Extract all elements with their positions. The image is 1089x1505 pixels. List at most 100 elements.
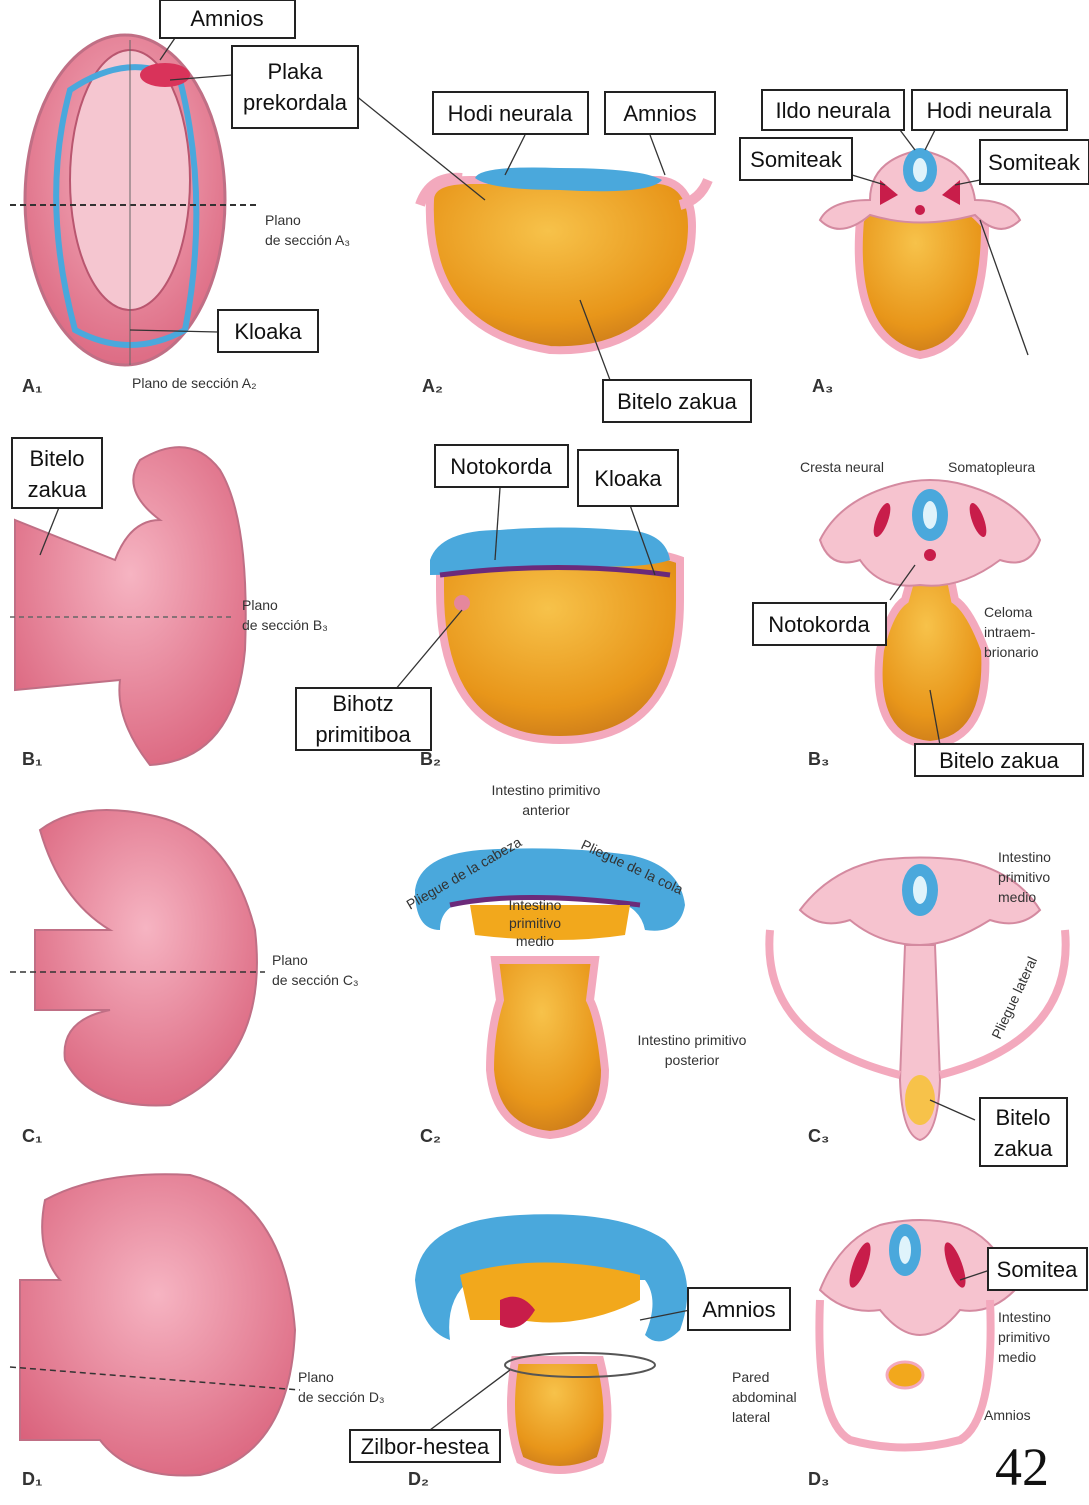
svg-text:zakua: zakua [28,477,87,502]
svg-text:de sección C₃: de sección C₃ [272,972,359,988]
svg-text:A₁: A₁ [22,376,42,396]
svg-text:Hodi neurala: Hodi neurala [448,101,574,126]
panel-b1-drawing [10,446,247,767]
svg-text:medio: medio [998,889,1036,905]
svg-text:Plano: Plano [242,597,278,613]
panel-ids: A₁ A₂ A₃ B₁ B₂ B₃ C₁ C₂ C₃ D₁ D₂ D₃ [22,376,833,1489]
svg-text:Amnios: Amnios [702,1297,775,1322]
label-kloaka-b2: Kloaka [577,449,679,507]
panel-d3-drawing [815,1219,1017,1452]
svg-text:prekordala: prekordala [243,90,348,115]
svg-text:de sección A₃: de sección A₃ [265,232,350,248]
svg-text:Intestino: Intestino [509,897,562,913]
svg-text:primitivo: primitivo [509,915,561,931]
svg-text:Somitea: Somitea [997,1257,1078,1282]
panel-c3-drawing [765,856,1070,1142]
svg-text:abdominal: abdominal [732,1389,797,1405]
svg-text:Plano: Plano [298,1369,334,1385]
svg-text:anterior: anterior [522,802,570,818]
svg-text:Somatopleura: Somatopleura [948,459,1035,475]
svg-text:Somiteak: Somiteak [750,147,843,172]
svg-text:A₂: A₂ [422,376,443,396]
svg-text:Plano de sección A₂: Plano de sección A₂ [132,375,257,391]
svg-text:Kloaka: Kloaka [234,319,302,344]
svg-text:D₂: D₂ [408,1469,429,1489]
panel-c2-drawing [415,848,685,1140]
svg-text:A₃: A₃ [812,376,833,396]
svg-text:Somiteak: Somiteak [988,150,1081,175]
panel-d2-drawing [415,1214,688,1474]
svg-text:primitivo: primitivo [998,869,1050,885]
label-amnios-a2: Amnios [604,91,716,135]
svg-text:C₁: C₁ [22,1126,42,1146]
svg-text:medio: medio [998,1349,1036,1365]
svg-text:Intestino: Intestino [998,849,1051,865]
panel-c1-drawing [10,809,265,1107]
svg-text:Plano: Plano [265,212,301,228]
label-bitelo-zakua-b1: Bitelo zakua [11,437,103,509]
svg-text:Amnios: Amnios [984,1407,1031,1423]
page-number: 42 [995,1437,1049,1497]
svg-text:C₂: C₂ [420,1126,441,1146]
panel-a2-drawing [415,167,713,355]
label-bitelo-zakua-b3: Bitelo zakua [914,743,1084,777]
label-somiteak-right: Somiteak [979,139,1089,185]
svg-text:Pared: Pared [732,1369,769,1385]
label-plaka-prekordala: Plaka prekordala [231,45,359,129]
svg-text:B₂: B₂ [420,749,441,769]
svg-text:zakua: zakua [994,1136,1053,1161]
svg-text:Notokorda: Notokorda [450,454,552,479]
svg-text:Notokorda: Notokorda [768,612,870,637]
svg-text:posterior: posterior [665,1052,720,1068]
leader-lines [39,37,1029,1431]
label-hodi-neurala-a3: Hodi neurala [911,89,1068,131]
label-somiteak-left: Somiteak [739,137,853,181]
svg-text:Celoma: Celoma [984,604,1032,620]
svg-text:B₃: B₃ [808,749,829,769]
label-somitea: Somitea [987,1247,1088,1291]
label-bitelo-zakua-a2: Bitelo zakua [602,379,752,423]
svg-text:primitiboa: primitiboa [315,722,411,747]
svg-text:primitivo: primitivo [998,1329,1050,1345]
panel-b3-drawing [818,479,1042,750]
svg-text:Ildo neurala: Ildo neurala [776,98,892,123]
label-zilbor-hestea: Zilbor-hestea [349,1429,501,1463]
svg-text:D₃: D₃ [808,1469,829,1489]
svg-text:Amnios: Amnios [623,101,696,126]
svg-text:Intestino primitivo: Intestino primitivo [638,1032,747,1048]
svg-text:Plaka: Plaka [267,59,323,84]
label-amnios-a1: Amnios [159,0,296,39]
svg-text:lateral: lateral [732,1409,770,1425]
svg-text:Amnios: Amnios [190,6,263,31]
svg-text:intraem-: intraem- [984,624,1036,640]
svg-text:de sección D₃: de sección D₃ [298,1389,385,1405]
svg-text:Hodi neurala: Hodi neurala [927,98,1053,123]
panel-b2-drawing [430,527,684,745]
svg-text:B₁: B₁ [22,749,42,769]
label-notokorda-b2: Notokorda [434,444,569,488]
svg-text:D₁: D₁ [22,1469,42,1489]
label-bitelo-zakua-c3: Bitelo zakua [979,1097,1068,1167]
svg-text:brionario: brionario [984,644,1039,660]
svg-text:Bitelo zakua: Bitelo zakua [617,389,738,414]
svg-text:Bitelo: Bitelo [29,446,84,471]
label-amnios-d2: Amnios [687,1287,791,1331]
panel-d1-drawing [9,1173,301,1477]
label-hodi-neurala-a2: Hodi neurala [432,91,589,135]
svg-text:Kloaka: Kloaka [594,466,662,491]
svg-text:Zilbor-hestea: Zilbor-hestea [361,1434,490,1459]
svg-text:Plano: Plano [272,952,308,968]
svg-text:de sección B₃: de sección B₃ [242,617,328,633]
label-bihotz-primitiboa: Bihotz primitiboa [295,687,432,751]
small-labels: Plano de sección A₃ Plano de sección A₂ … [132,212,1051,1425]
svg-text:Bihotz: Bihotz [332,691,393,716]
panel-a3-drawing [818,148,1022,360]
label-ildo-neurala: Ildo neurala [761,89,905,131]
svg-text:Bitelo zakua: Bitelo zakua [939,748,1060,773]
svg-text:Bitelo: Bitelo [995,1105,1050,1130]
svg-text:C₃: C₃ [808,1126,829,1146]
svg-text:Intestino primitivo: Intestino primitivo [492,782,601,798]
label-kloaka-a1: Kloaka [217,309,319,353]
